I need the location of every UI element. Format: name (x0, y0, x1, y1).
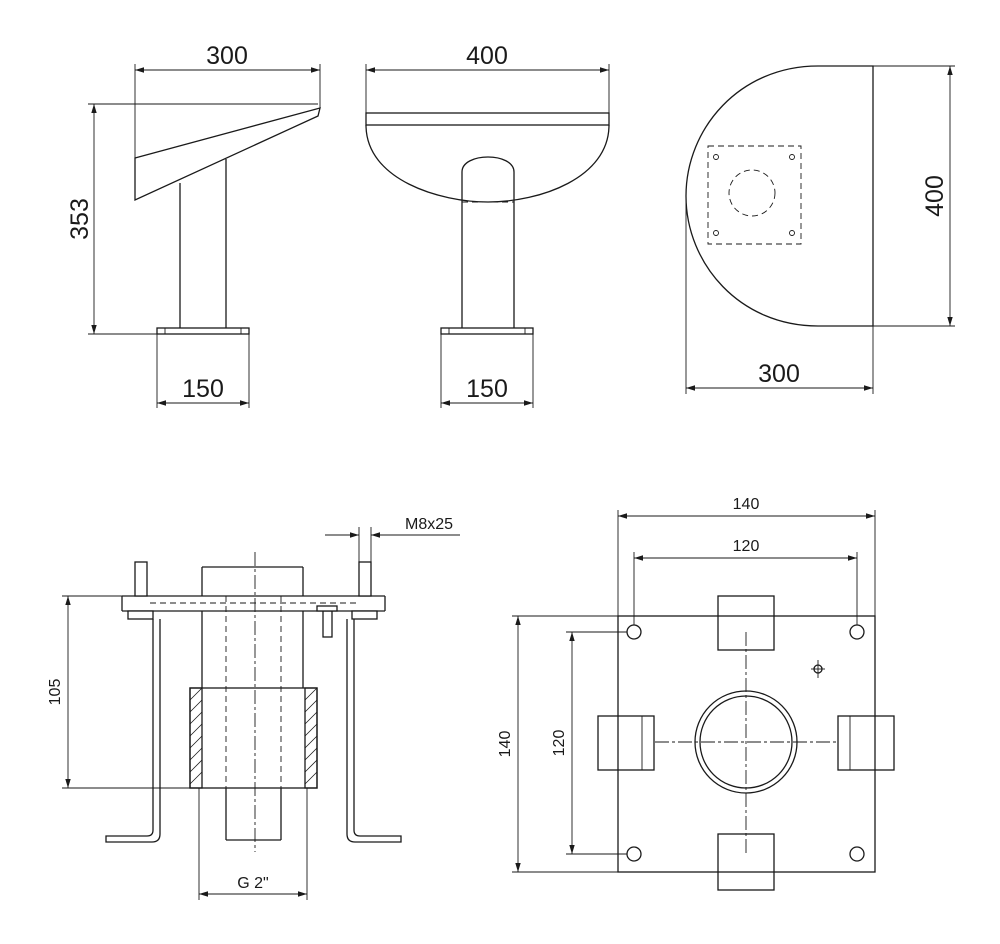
top-width-label: 300 (758, 360, 800, 388)
bolt-label: M8x25 (405, 516, 453, 533)
side-base-label: 150 (182, 375, 224, 403)
front-base-label: 150 (466, 375, 508, 403)
section-height-label: 105 (47, 679, 64, 706)
top-height-label: 400 (921, 175, 949, 217)
plate-hole-x-label: 120 (733, 538, 760, 555)
side-view: 300 353 150 (66, 42, 321, 408)
section-view: 105 M8x25 G 2" (47, 516, 460, 900)
front-width-label: 400 (466, 42, 508, 70)
plate-hole-y-label: 120 (551, 730, 568, 757)
side-height-label: 353 (66, 198, 94, 240)
top-view: 400 300 (685, 65, 955, 394)
plate-height-label: 140 (497, 731, 514, 758)
plate-width-label: 140 (733, 496, 760, 513)
thread-label: G 2" (237, 875, 268, 892)
front-view: 400 150 (365, 42, 610, 408)
plate-view: 140 120 140 120 (497, 496, 895, 891)
side-width-label: 300 (206, 42, 248, 70)
